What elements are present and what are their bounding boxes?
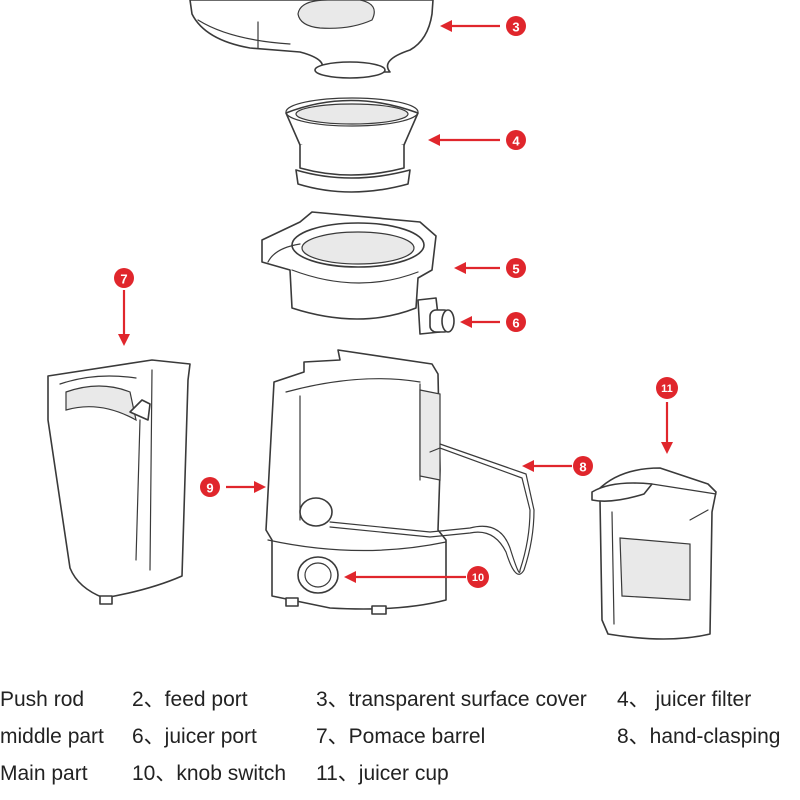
- callout-badge-6: 6: [506, 312, 526, 332]
- legend-item-pomace-barrel: 7、Pomace barrel: [316, 725, 486, 748]
- callout-number-7: 7: [120, 272, 127, 287]
- legend-item-juicer-cup: 11、juicer cup: [316, 762, 449, 785]
- part-surface-cover: [189, 0, 434, 79]
- callout-number-6: 6: [512, 316, 519, 331]
- callout-arrows: [118, 20, 673, 583]
- legend-item-knob-switch: 10、knob switch: [132, 762, 287, 785]
- callout-number-4: 4: [512, 134, 520, 149]
- legend-item-push-rod: Push rod: [0, 688, 85, 711]
- callout-badge-5: 5: [506, 258, 526, 278]
- callout-badge-4: 4: [506, 130, 526, 150]
- parts-legend: Push rod 2、feed port 3、transparent surfa…: [0, 684, 800, 796]
- part-pomace-barrel: [47, 359, 191, 605]
- legend-item-surface-cover: 3、transparent surface cover: [316, 688, 587, 711]
- juicer-exploded-diagram: 3 4 5 6 7 8 9 10 11: [47, 0, 717, 640]
- callout-number-8: 8: [579, 460, 586, 475]
- legend-item-main-part: Main part: [0, 762, 88, 785]
- callout-number-3: 3: [512, 20, 519, 35]
- legend-item-feed-port: 2、feed port: [132, 688, 248, 711]
- callout-badge-9: 9: [200, 477, 220, 497]
- callout-number-10: 10: [472, 572, 484, 584]
- callout-badge-7: 7: [114, 268, 134, 288]
- callout-badge-3: 3: [506, 16, 526, 36]
- part-juicer-filter: [285, 97, 419, 193]
- legend-item-hand-clasping: 8、hand-clasping: [617, 725, 781, 748]
- legend-item-juicer-filter: 4、 juicer filter: [617, 688, 752, 711]
- legend-item-middle-part: middle part: [0, 725, 104, 748]
- callout-badge-11: 11: [656, 377, 678, 399]
- callout-number-11: 11: [661, 383, 673, 395]
- part-juicer-cup: [591, 467, 717, 640]
- legend-item-juicer-port: 6、juicer port: [132, 725, 257, 748]
- part-hand-clasping: [329, 447, 531, 573]
- part-juicer-port: [417, 297, 455, 335]
- callout-number-5: 5: [512, 262, 519, 277]
- callout-badge-10: 10: [467, 566, 489, 588]
- callout-number-9: 9: [206, 481, 213, 496]
- callout-badge-8: 8: [573, 456, 593, 476]
- part-main-base: [265, 349, 535, 615]
- part-middle: [261, 211, 437, 320]
